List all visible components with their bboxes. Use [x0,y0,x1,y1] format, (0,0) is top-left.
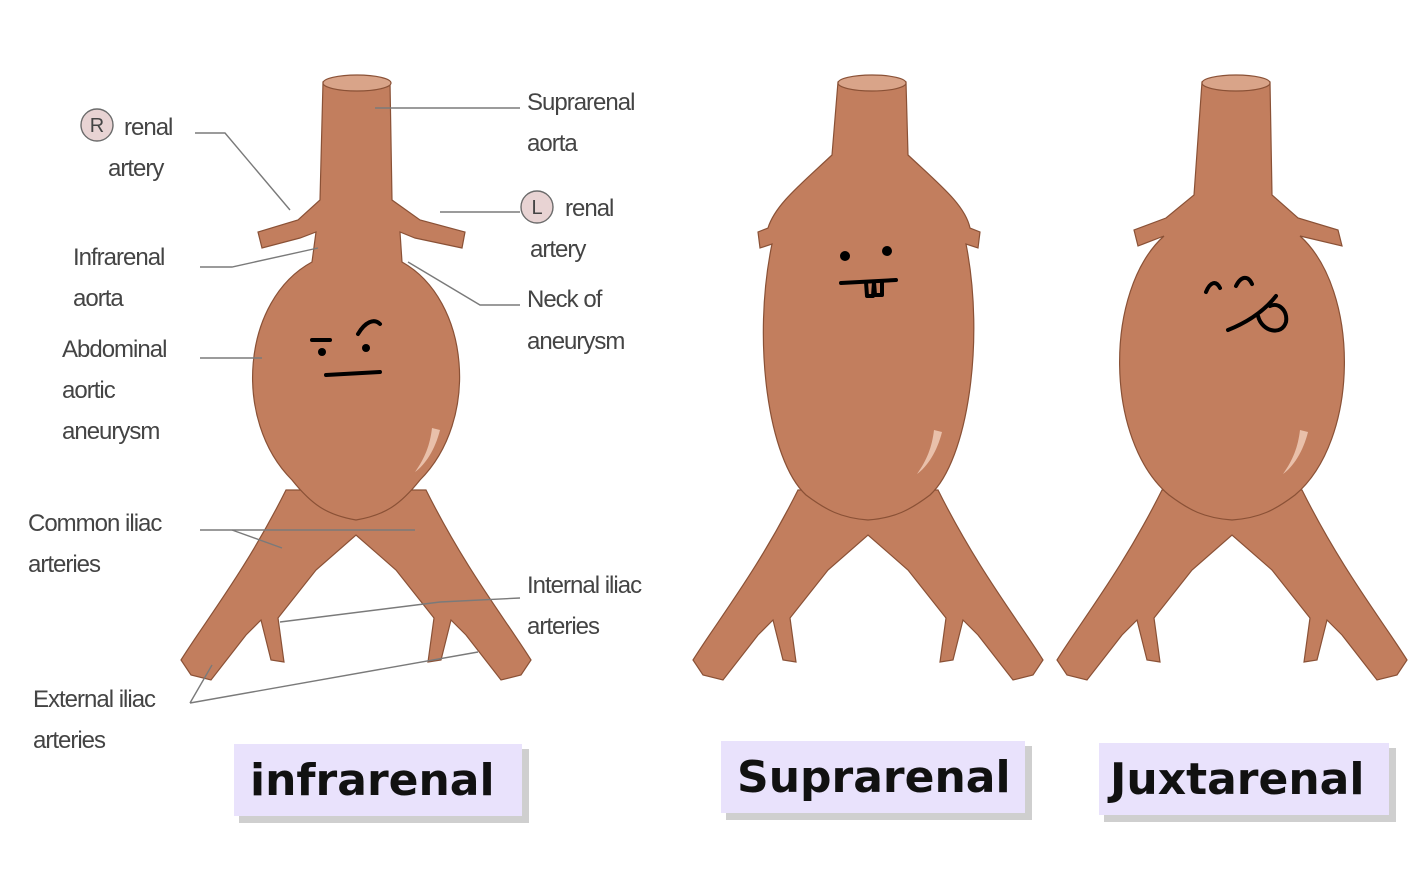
l-renal-label: renal [565,195,613,222]
l-renal-label-2: artery [530,236,586,263]
suprarenal-label: Suprarenal [527,89,634,116]
juxtarenal-aorta-drawing [1056,74,1408,681]
external-iliac-label: External iliac [33,686,156,713]
common-iliac-label-2: arteries [28,551,101,578]
common-iliac-label: Common iliac [28,510,162,537]
tag-suprarenal-text: Suprarenal [737,752,1011,803]
infrarenal-aorta-drawing [180,74,532,681]
neck-label: Neck of [527,286,603,313]
internal-iliac-label: Internal iliac [527,572,642,599]
leader-lines [189,107,521,704]
aaa-label-2: aortic [62,377,116,404]
smug-face-icon [310,319,382,377]
r-badge-text: R [90,115,104,137]
internal-iliac-label-2: arteries [527,613,600,640]
tag-juxtarenal: Juxtarenal [1099,743,1396,822]
external-iliac-label-2: arteries [33,727,106,754]
suprarenal-label-2: aorta [527,130,578,157]
r-renal-label-2: artery [108,155,164,182]
anatomy-labels: R renal artery Suprarenal aorta L renal … [28,89,643,754]
r-renal-label: renal [124,114,172,141]
l-badge-text: L [531,197,542,219]
tag-juxtarenal-text: Juxtarenal [1107,754,1364,805]
l-badge-circle [520,190,554,224]
suprarenal-aorta-drawing [692,74,1044,681]
buck-teeth-face-icon [839,246,898,298]
happy-tongue-face-icon [1204,275,1289,333]
tag-infrarenal: infrarenal [234,744,529,823]
aaa-label-3: aneurysm [62,418,159,445]
tag-infrarenal-text: infrarenal [250,755,495,806]
aaa-label: Abdominal [62,336,166,363]
tag-suprarenal: Suprarenal [721,741,1032,820]
infrarenal-label-2: aorta [73,285,124,312]
infrarenal-label: Infrarenal [73,244,164,271]
neck-label-2: aneurysm [527,328,624,355]
r-badge-circle [80,108,114,142]
